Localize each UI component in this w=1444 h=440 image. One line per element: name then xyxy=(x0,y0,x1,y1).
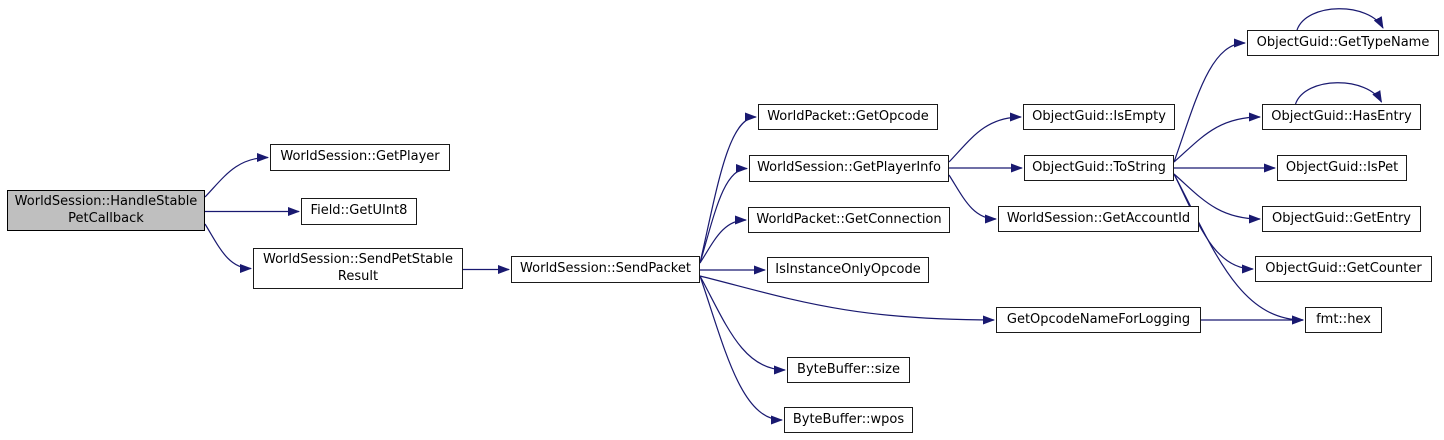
call-edge-to_string-get_type_name xyxy=(1173,38,1246,163)
node-worldsession-getaccountid[interactable]: WorldSession::GetAccountId xyxy=(998,206,1199,232)
node-objectguid-gettypename[interactable]: ObjectGuid::GetTypeName xyxy=(1247,30,1439,56)
node-bytebuffer-wpos[interactable]: ByteBuffer::wpos xyxy=(784,407,913,433)
call-edge-send_packet-get_opcode xyxy=(699,112,757,264)
node-worldsession-sendpetstableresult[interactable]: WorldSession::SendPetStable Result xyxy=(253,248,463,289)
node-isinstanceonlyopcode[interactable]: IsInstanceOnlyOpcode xyxy=(767,257,929,283)
call-edge-get_player_info-get_account_id xyxy=(948,174,997,224)
call-edge-handle_stable-get_player xyxy=(204,153,269,198)
call-edge-send_packet-byte_wpos xyxy=(699,275,783,425)
node-objectguid-isempty[interactable]: ObjectGuid::IsEmpty xyxy=(1023,104,1175,130)
call-edge-get_type_name-get_type_name xyxy=(1296,8,1384,31)
call-edge-send_packet-get_connection xyxy=(699,215,747,264)
call-edge-get_player_info-is_empty xyxy=(948,112,1022,163)
node-fmt-hex[interactable]: fmt::hex xyxy=(1305,307,1382,333)
node-worldpacket-getopcode[interactable]: WorldPacket::GetOpcode xyxy=(758,104,938,130)
node-objectguid-getentry[interactable]: ObjectGuid::GetEntry xyxy=(1262,206,1421,232)
node-objectguid-ispet[interactable]: ObjectGuid::IsPet xyxy=(1277,155,1407,181)
node-getopcodenameforlogging[interactable]: GetOpcodeNameForLogging xyxy=(996,307,1201,333)
node-worldsession-getplayerinfo[interactable]: WorldSession::GetPlayerInfo xyxy=(749,155,949,182)
node-worldpacket-getconnection[interactable]: WorldPacket::GetConnection xyxy=(748,207,950,233)
call-edge-has_entry-has_entry xyxy=(1294,82,1383,105)
call-edge-to_string-has_entry xyxy=(1173,112,1261,163)
node-worldsession-sendpacket[interactable]: WorldSession::SendPacket xyxy=(511,256,700,283)
node-worldsession-getplayer[interactable]: WorldSession::GetPlayer xyxy=(270,144,450,171)
call-edge-send_packet-byte_size xyxy=(699,275,786,375)
call-edge-handle_stable-send_pet_stable xyxy=(204,223,252,273)
node-worldsession-handlestablepetcallback: WorldSession::HandleStable PetCallback xyxy=(7,190,205,231)
node-objectguid-tostring[interactable]: ObjectGuid::ToString xyxy=(1024,155,1174,181)
call-edge-send_packet-get_player_info xyxy=(699,164,748,264)
node-field-getuint8[interactable]: Field::GetUInt8 xyxy=(301,198,417,225)
node-objectguid-hasentry[interactable]: ObjectGuid::HasEntry xyxy=(1262,104,1421,130)
node-bytebuffer-size[interactable]: ByteBuffer::size xyxy=(787,357,910,383)
node-objectguid-getcounter[interactable]: ObjectGuid::GetCounter xyxy=(1255,256,1432,282)
call-edge-to_string-fmt_hex xyxy=(1173,173,1304,325)
